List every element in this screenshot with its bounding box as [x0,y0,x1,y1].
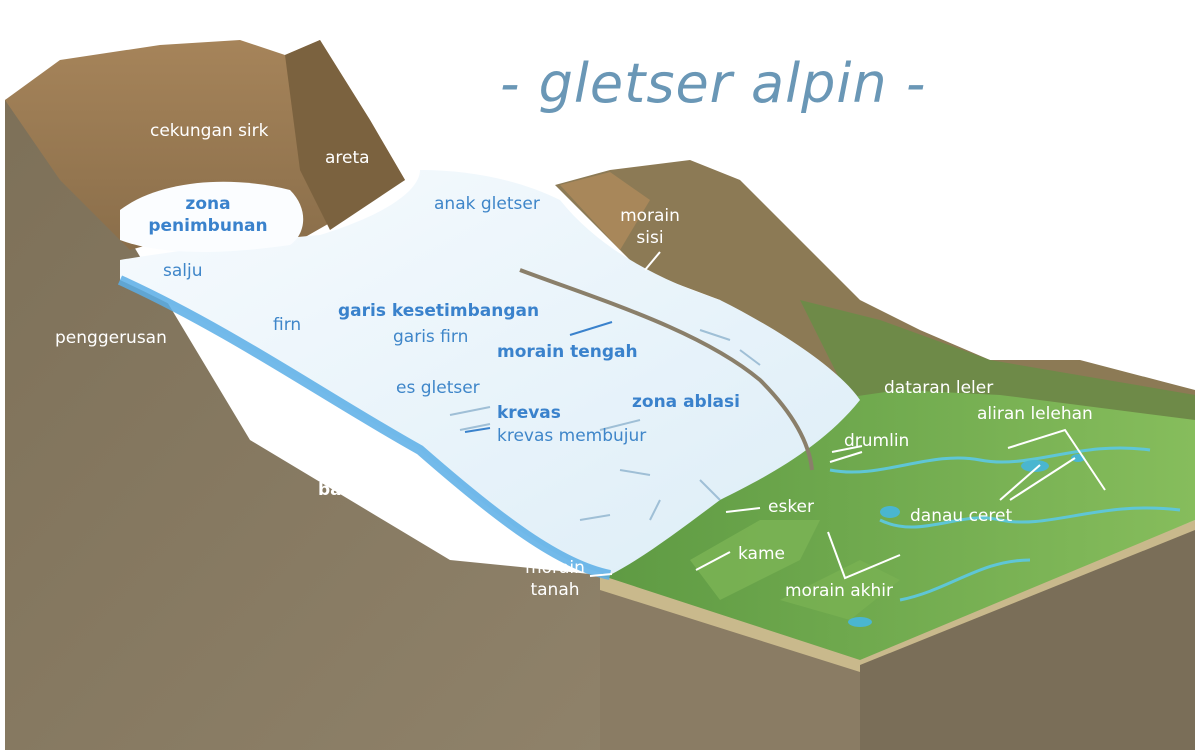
label-garis-firn: garis firn [393,327,469,347]
label-cekungan-sirk: cekungan sirk [150,121,269,141]
label-morain-tanah-line2: tanah [530,580,580,600]
cirque-snow [120,181,304,252]
label-morain-akhir: morain akhir [785,581,894,601]
glacier-edge [117,275,612,580]
kettle-lake-1 [1021,460,1049,472]
label-krevas-membujur: krevas membujur [497,426,647,446]
kettle-lake-3 [848,617,872,627]
label-morain-tanah: morain tanah [515,557,595,601]
label-garis-kesetimbangan: garis kesetimbangan [338,301,540,321]
label-firn: firn [273,315,302,335]
label-zona-ablasi: zona ablasi [632,392,740,412]
label-morain-tanah-line1: morain [525,558,585,578]
diagram-title: - gletser alpin - [500,52,927,115]
cliff-left-face [5,70,620,750]
medial-moraine-line [519,268,814,471]
leader-lines [464,251,1106,580]
meadow-ridges [690,520,820,600]
label-morain-sisi-line1: morain [620,206,680,226]
label-zona-penimbunan-line1: zona [185,194,231,214]
label-morain-tengah: morain tengah [497,342,638,362]
cliff-front-face [600,575,860,750]
mountain-left-shadow [285,40,405,230]
label-dataran-leler: dataran leler [884,378,994,398]
label-zona-penimbunan: zona penimbunan [148,193,268,237]
label-esker: esker [768,497,815,517]
label-krevas: krevas [497,403,561,423]
label-aliran-lelehan: aliran lelehan [977,404,1093,424]
label-batuan-dasar: batuan dasar [318,480,445,500]
label-danau-ceret: danau ceret [910,506,1013,526]
label-anak-gletser: anak gletser [434,194,540,214]
label-morain-sisi: morain sisi [615,205,685,249]
crevasses [449,329,761,521]
label-es-gletser: es gletser [396,378,480,398]
label-morain-sisi-line2: sisi [636,228,664,248]
label-drumlin: drumlin [844,431,910,451]
glacier-body [120,170,860,575]
label-salju: salju [163,261,203,281]
label-zona-penimbunan-line2: penimbunan [148,216,268,236]
mountain-right-highlight [560,172,650,250]
meltwater-streams [829,446,1181,602]
soil-edge [600,520,1195,672]
label-kame: kame [738,544,785,564]
cliff-right-face [860,530,1195,750]
label-areta: areta [325,148,370,168]
label-pelelasan: pelelasan [275,429,357,449]
label-penggerusan: penggerusan [55,328,167,348]
